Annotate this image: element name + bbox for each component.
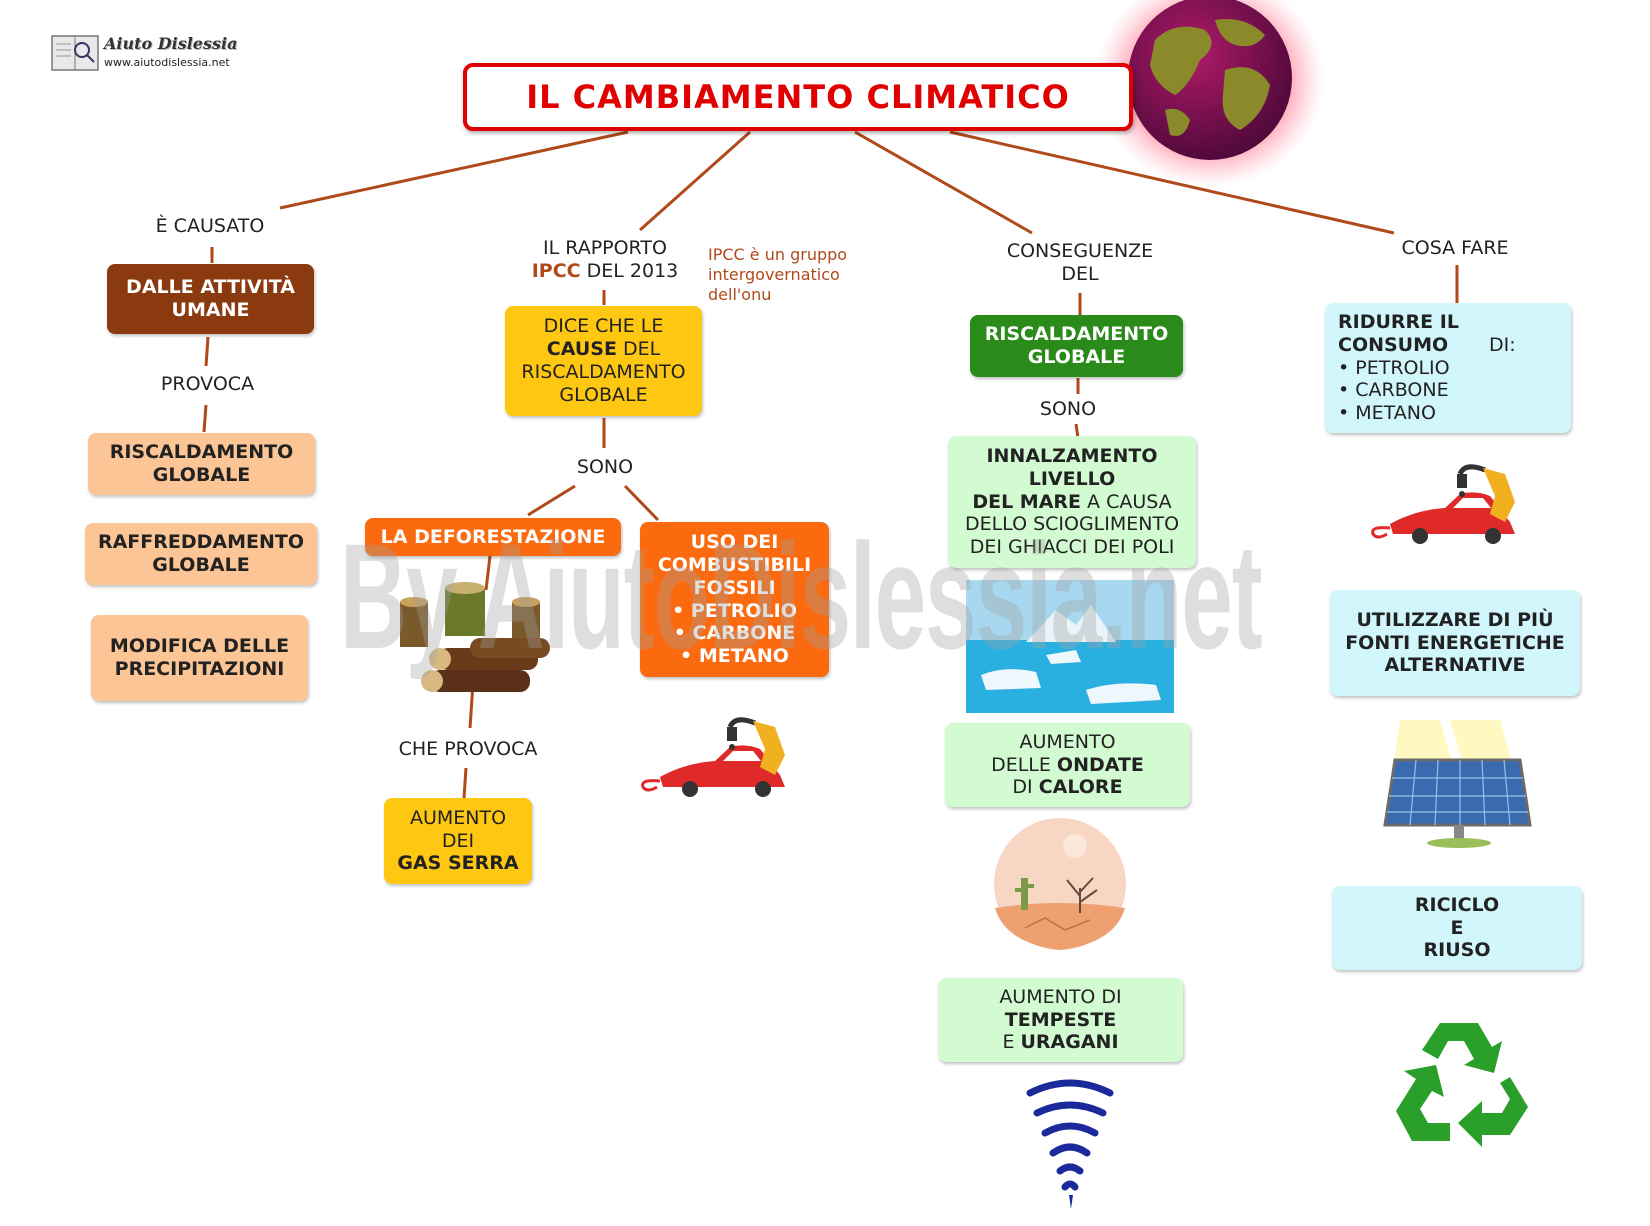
node-reduce-consumption: RIDURRE IL CONSUMO DI: • PETROLIO • CARB…	[1325, 303, 1571, 433]
link-label-cosa-fare: COSA FARE	[1401, 237, 1509, 259]
page-title: IL CAMBIAMENTO CLIMATICO	[526, 78, 1070, 116]
drought-icon	[994, 818, 1126, 950]
tornado-image	[1025, 1075, 1115, 1215]
node-fossil-fuels: USO DEI COMBUSTIBILI FOSSILI • PETROLIO …	[640, 522, 829, 677]
node-deforestation: LA DEFORESTAZIONE	[365, 518, 621, 556]
tree-stump-icon	[400, 582, 550, 692]
tornado-icon	[1026, 1079, 1114, 1209]
link-label-che-provoca: CHE PROVOCA	[398, 738, 538, 760]
desert-image	[985, 818, 1135, 953]
solar-panel-image	[1380, 720, 1540, 850]
car-fuel-image-2	[1365, 462, 1555, 562]
node-global-warming: RISCALDAMENTO GLOBALE	[970, 315, 1183, 377]
title-box: IL CAMBIAMENTO CLIMATICO	[463, 63, 1133, 131]
link-label-rapporto: IL RAPPORTO IPCC DEL 2013	[531, 237, 679, 283]
note-ipcc: IPCC è un gruppo intergovernatico dell'o…	[708, 245, 848, 304]
node-cause: DALLE ATTIVITÀ UMANE	[107, 264, 314, 334]
link-label-sono-2: SONO	[1039, 398, 1097, 420]
link-label-sono: SONO	[576, 456, 634, 478]
iceberg-icon	[966, 580, 1174, 713]
melting-ice-image	[966, 580, 1174, 713]
link-label-causato: È CAUSATO	[155, 215, 265, 237]
link-label-provoca: PROVOCA	[160, 373, 255, 395]
car-fuel-icon	[1371, 464, 1515, 544]
car-fuel-image	[635, 715, 825, 815]
node-effect-2: RAFFREDDAMENTO GLOBALE	[85, 523, 317, 585]
globe-image	[1095, 0, 1325, 190]
earth-icon	[1095, 0, 1325, 188]
recycle-icon	[1396, 1023, 1528, 1147]
node-effect-1: RISCALDAMENTO GLOBALE	[88, 433, 315, 495]
stumps-image	[390, 580, 560, 695]
car-fuel-icon	[641, 717, 785, 797]
book-icon	[51, 35, 99, 71]
fossil-list: • PETROLIO • CARBONE • METANO	[672, 599, 797, 668]
solar-panel-icon	[1383, 720, 1532, 848]
brand-name: Aiuto Dislessia	[104, 34, 238, 53]
brand-logo: Aiuto Dislessia www.aiutodislessia.net	[50, 32, 240, 74]
node-alternative-energy: UTILIZZARE DI PIÙ FONTI ENERGETICHE ALTE…	[1330, 590, 1580, 696]
reduce-list: • PETROLIO • CARBONE • METANO	[1338, 356, 1450, 425]
recycle-image	[1388, 1015, 1530, 1150]
brand-url: www.aiutodislessia.net	[104, 56, 230, 69]
node-effect-3: MODIFICA DELLE PRECIPITAZIONI	[91, 615, 308, 701]
